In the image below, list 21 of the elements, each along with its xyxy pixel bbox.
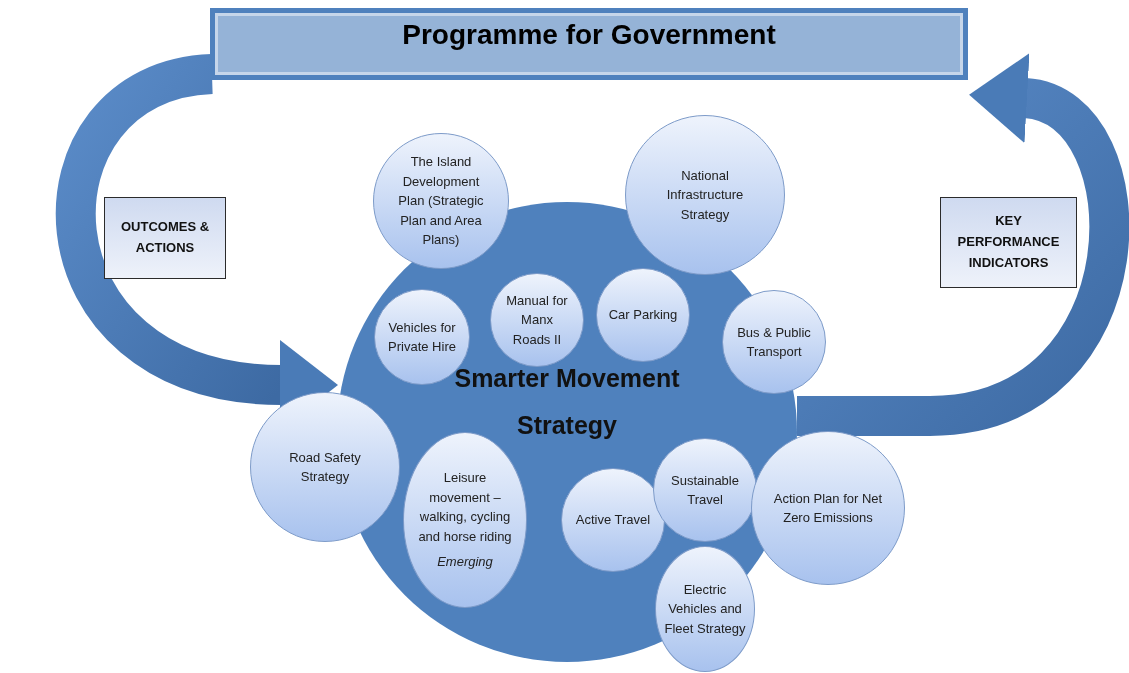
node-text: National Infrastructure Strategy (665, 166, 745, 224)
node-text: Leisure movement – walking, cycling and horse riding (417, 469, 513, 546)
label-box (104, 197, 226, 279)
node-text: Sustainable Travel (670, 471, 740, 509)
node-text: Vehicles for Private Hire (387, 318, 457, 356)
node-text: OUTCOMES & ACTIONS (119, 218, 211, 257)
node-text: Bus & Public Transport (736, 323, 812, 361)
node-text: KEY PERFORMANCE INDICATORS (956, 212, 1061, 272)
curved-arrow (797, 55, 1129, 436)
node-text: Road Safety Strategy (288, 448, 362, 486)
node-text: Manual for Manx Roads II (505, 291, 569, 349)
node-text: Action Plan for Net Zero Emissions (772, 489, 884, 527)
heading-banner (210, 8, 968, 80)
status-note: Emerging (437, 553, 493, 572)
node-text: Smarter Movement Strategy (453, 363, 681, 441)
heading-text: Programme for Government (402, 19, 776, 51)
node-text: Electric Vehicles and Fleet Strategy (663, 580, 747, 638)
label-box (940, 197, 1077, 288)
node-text: Car Parking (608, 306, 678, 325)
node-text: Active Travel (575, 511, 651, 530)
node-text: The Island Development Plan (Strategic Plan and Area Plans) (397, 153, 485, 250)
